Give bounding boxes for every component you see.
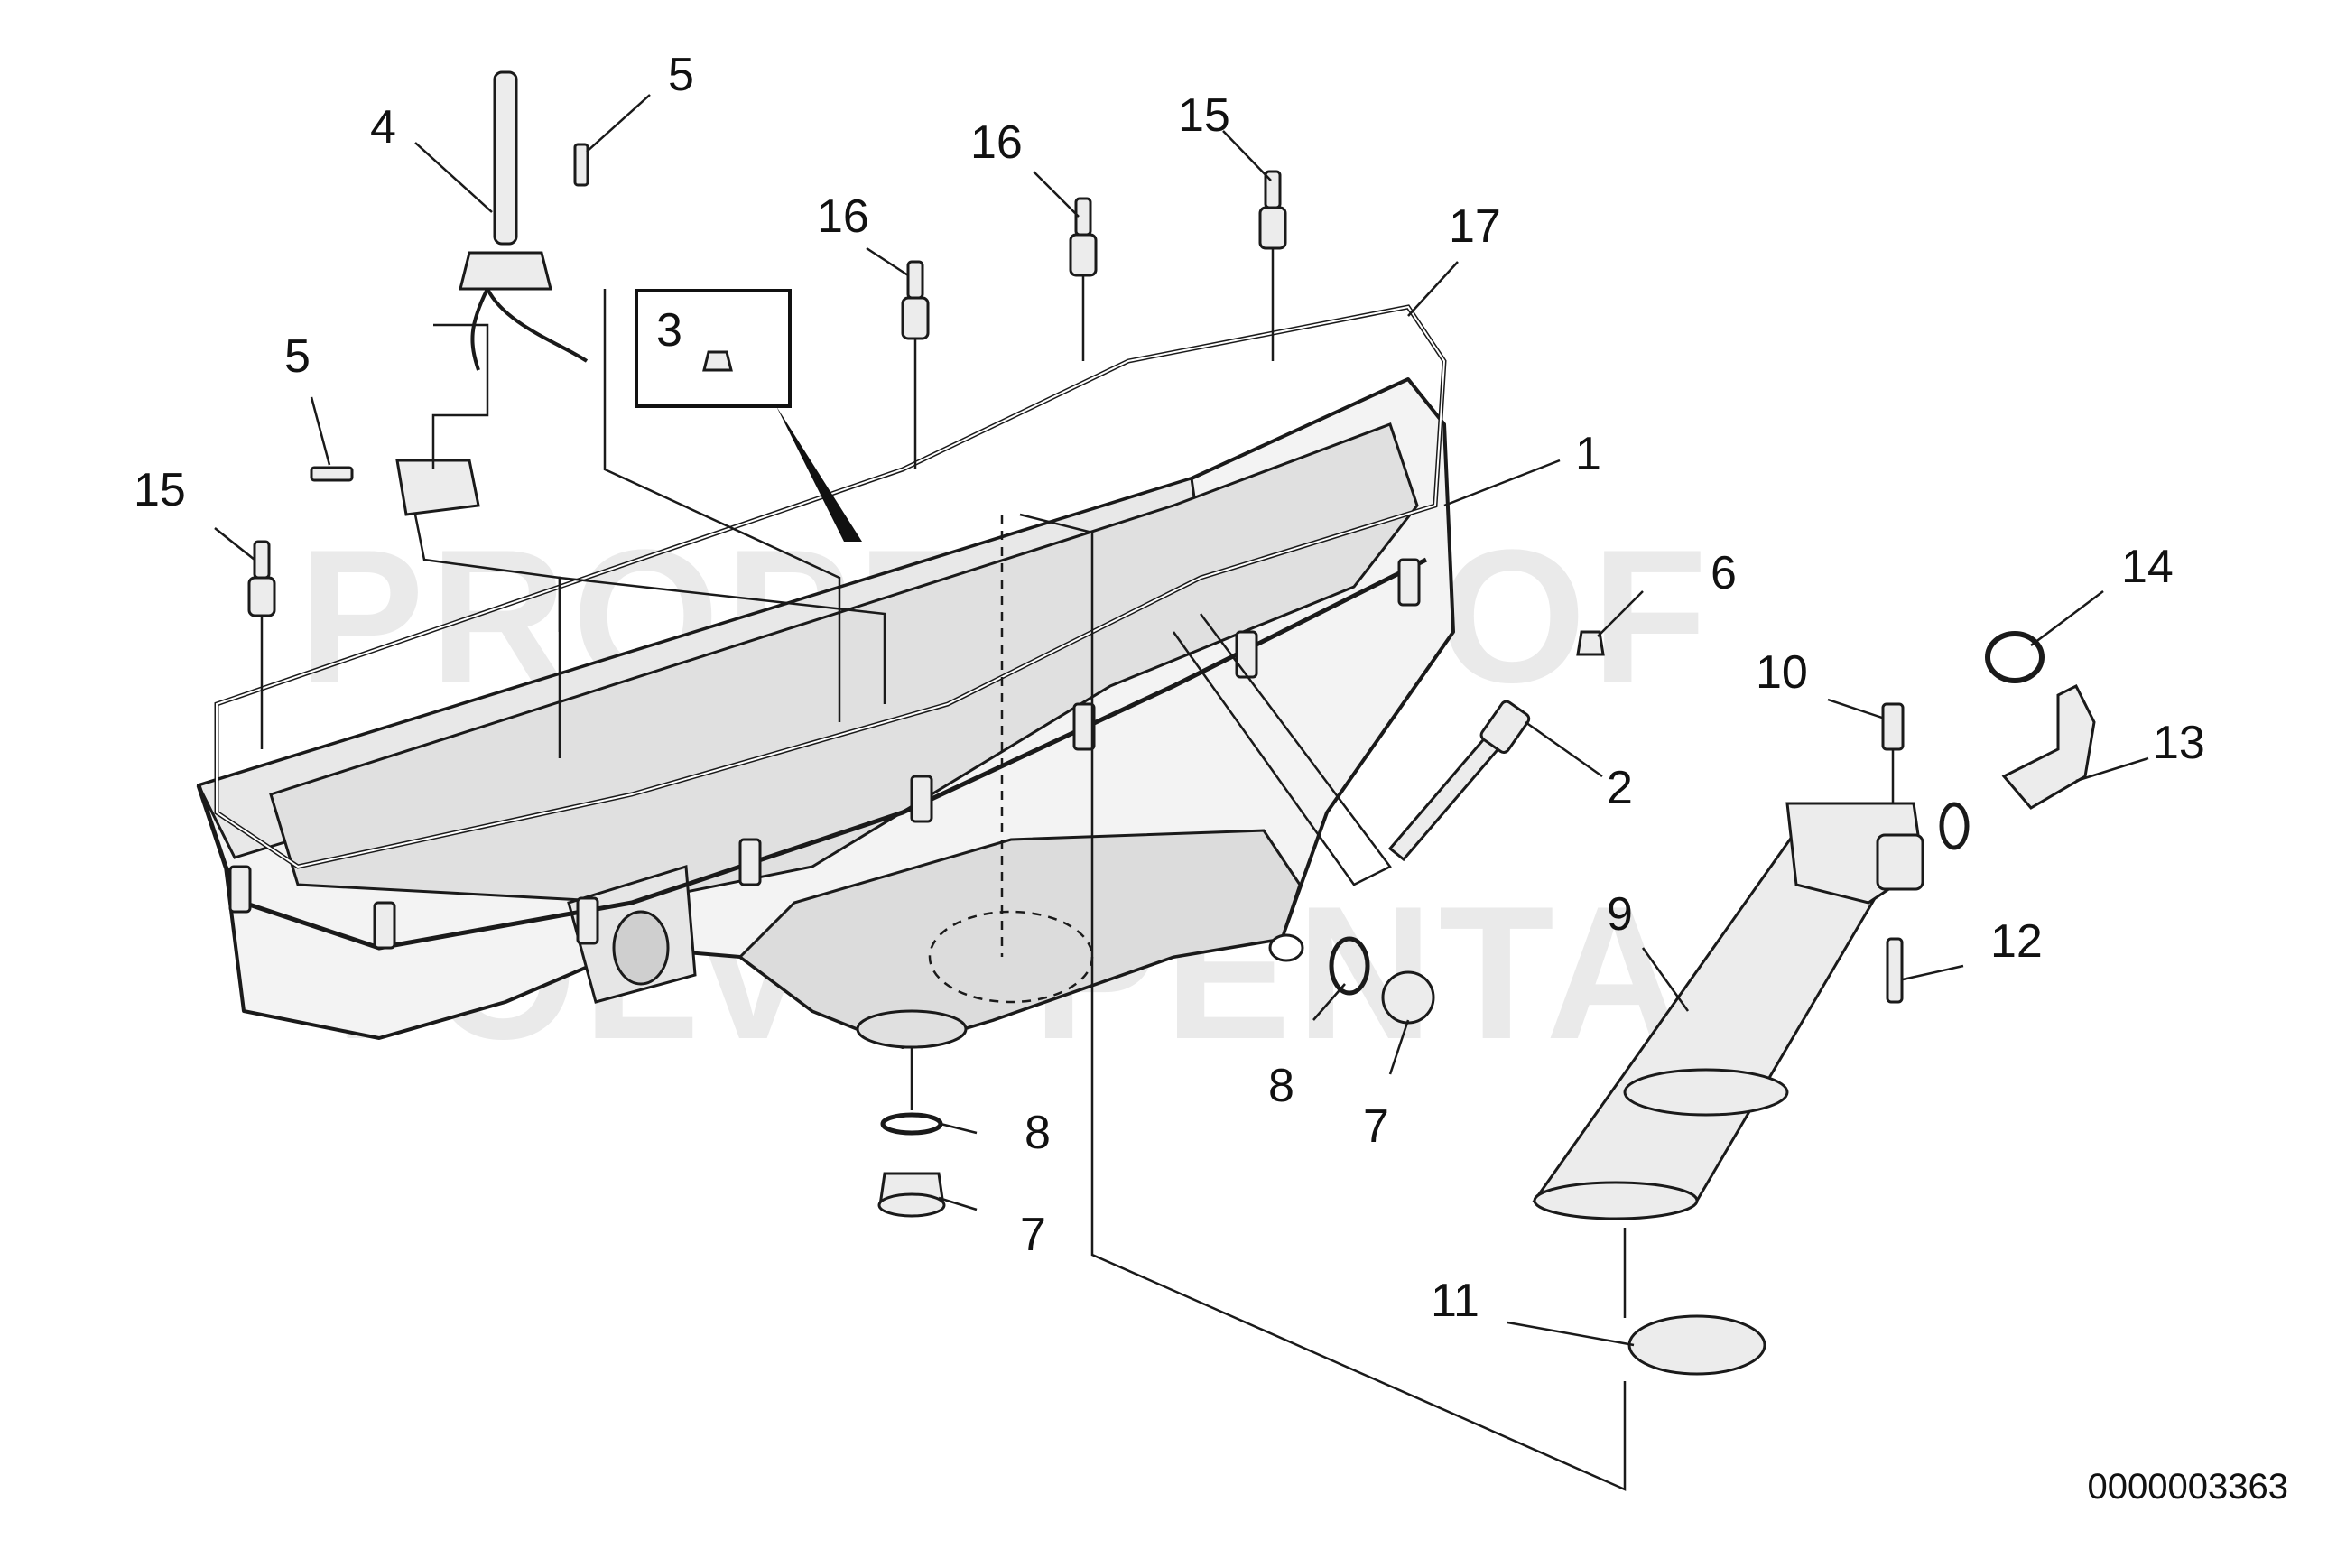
callout-1: 1	[1575, 428, 1601, 480]
ring-part-14	[1985, 631, 2045, 683]
callout-10: 10	[1756, 646, 1808, 699]
cap-part-6	[1576, 630, 1605, 656]
callout-11: 11	[1431, 1275, 1479, 1327]
callout-16-right: 16	[970, 116, 1023, 169]
bolt-part-5-left	[310, 466, 354, 482]
plug-part-7-side	[1381, 970, 1435, 1025]
oil-pan	[196, 377, 1455, 1049]
dipstick-tube-part-2	[1387, 700, 1531, 862]
suction-pipe-part-9	[1532, 802, 1924, 1220]
callout-8-bottom: 8	[1025, 1107, 1051, 1159]
callout-14: 14	[2121, 541, 2174, 593]
alignment-lines	[260, 248, 1627, 1491]
callout-4: 4	[370, 101, 396, 153]
stud-part-15-right	[1258, 170, 1287, 250]
sensor-bracket	[395, 459, 480, 516]
callout-leaders	[214, 94, 2149, 1347]
callout-3: 3	[656, 304, 682, 357]
callout-7-bottom: 7	[1020, 1209, 1046, 1261]
stud-part-15-left	[247, 540, 276, 617]
inset-part-3	[635, 289, 862, 542]
stud-part-16-right	[1069, 197, 1098, 277]
stud-part-16-left	[901, 260, 930, 340]
callout-5-left: 5	[284, 330, 311, 383]
callout-15-right: 15	[1178, 89, 1230, 142]
callout-9: 9	[1607, 888, 1633, 941]
callout-labels: 1 2 3 4 5 5 6 7 7 8 8 9 10 11 12 13 14 1…	[134, 49, 2205, 1327]
callout-5-top: 5	[668, 49, 694, 101]
level-sensor-part-4	[459, 70, 589, 371]
flange-studs	[228, 558, 1421, 950]
plug-part-7-bottom-base	[877, 1192, 946, 1218]
callout-13: 13	[2153, 717, 2205, 769]
gasket-part-17	[196, 304, 1447, 951]
callout-8-side: 8	[1268, 1060, 1294, 1112]
oring-part-13	[1939, 802, 1970, 850]
callout-15-left: 15	[134, 464, 186, 516]
callout-2: 2	[1607, 762, 1633, 814]
callout-6: 6	[1711, 547, 1737, 599]
screen-part-11	[1627, 1314, 1766, 1376]
callout-12: 12	[1990, 915, 2043, 968]
callout-7-side: 7	[1363, 1100, 1389, 1153]
elbow-part-13	[2001, 683, 2096, 810]
bolt-part-12	[1886, 937, 1904, 1004]
callout-16-left: 16	[817, 190, 869, 243]
callout-17: 17	[1449, 200, 1501, 253]
document-number: 0000003363	[2088, 1467, 2288, 1507]
seal-part-8-side	[1329, 936, 1370, 996]
bolt-part-5-top	[573, 143, 589, 187]
bolt-part-10	[1881, 702, 1905, 751]
seal-part-8-bottom	[880, 1112, 943, 1136]
